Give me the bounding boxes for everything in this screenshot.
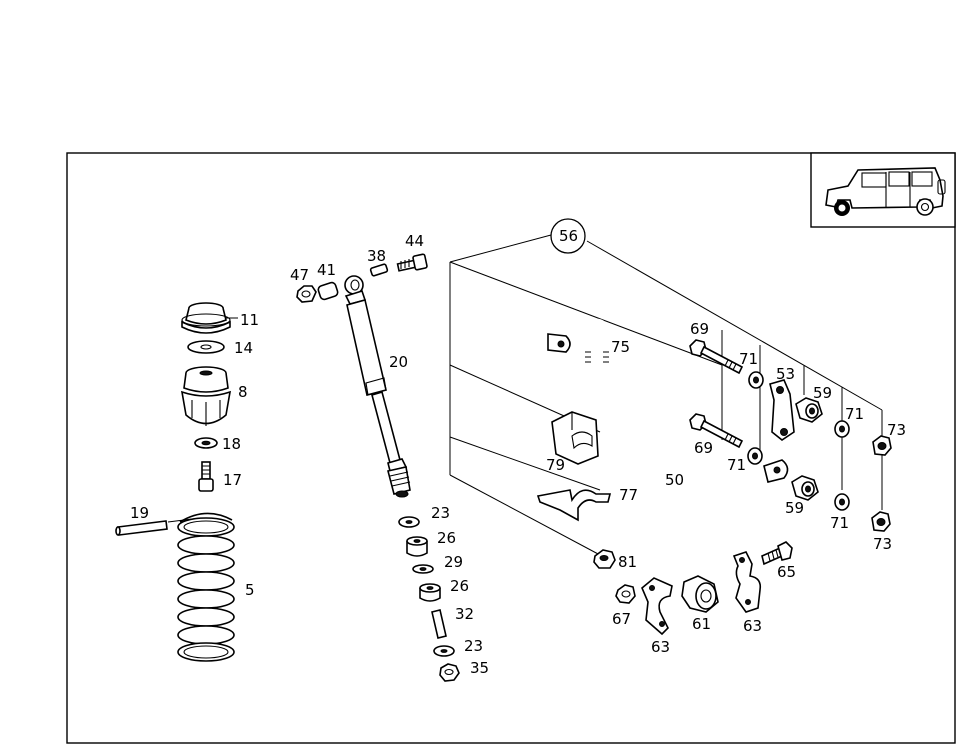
label-71-b: 71 <box>727 456 746 474</box>
part-71-washer-b <box>747 447 763 465</box>
label-73-upper: 73 <box>887 421 906 439</box>
label-8: 8 <box>238 383 248 401</box>
part-71-washer-c <box>834 420 850 438</box>
label-11: 11 <box>240 311 259 329</box>
part-8-bump-stop <box>180 366 232 426</box>
part-23-rubber-washer-top <box>398 516 420 528</box>
part-19-pin <box>115 520 168 536</box>
part-71-washer-a <box>748 371 764 389</box>
part-47-nut <box>296 285 317 303</box>
part-81-nut <box>593 549 616 569</box>
label-17: 17 <box>223 471 242 489</box>
part-35-nut <box>439 663 460 682</box>
part-26-bushing-top <box>406 536 428 557</box>
label-41: 41 <box>317 261 336 279</box>
label-56: 56 <box>559 227 578 245</box>
part-20-shock-absorber <box>344 275 411 498</box>
label-53: 53 <box>776 365 795 383</box>
label-32: 32 <box>455 605 474 623</box>
part-44-bolt <box>396 253 428 272</box>
part-29-washer <box>412 564 434 574</box>
label-73-lower: 73 <box>873 535 892 553</box>
label-19: 19 <box>130 504 149 522</box>
part-38-sleeve <box>369 263 389 277</box>
part-73-nut-upper <box>872 435 892 456</box>
label-63-right: 63 <box>743 617 762 635</box>
part-77-clamp <box>536 489 612 522</box>
label-61: 61 <box>692 615 711 633</box>
label-71-a: 71 <box>739 350 758 368</box>
part-23-rubber-washer-bottom <box>433 645 455 657</box>
label-69-upper: 69 <box>690 320 709 338</box>
part-26-bushing-bottom <box>419 583 441 602</box>
label-67: 67 <box>612 610 631 628</box>
part-79-rubber-mount <box>551 411 599 465</box>
assembly-56-bracket <box>449 234 883 556</box>
label-26-top: 26 <box>437 529 456 547</box>
part-59-bushing-upper <box>795 397 823 423</box>
part-18-washer <box>194 437 218 449</box>
part-61-rubber-bushing <box>681 575 719 613</box>
part-69-bolt-lower <box>689 413 744 449</box>
label-77: 77 <box>619 486 638 504</box>
part-53-link <box>769 379 795 441</box>
part-32-spacer <box>431 609 447 639</box>
label-75: 75 <box>611 338 630 356</box>
label-81: 81 <box>618 553 637 571</box>
part-17-bolt <box>198 461 214 492</box>
label-71-c: 71 <box>845 405 864 423</box>
part-41-bushing <box>317 281 339 301</box>
part-63-clamp-left <box>641 577 673 636</box>
part-5-coil-spring <box>177 512 235 662</box>
part-63-clamp-right <box>732 551 762 613</box>
label-5: 5 <box>245 581 255 599</box>
label-20: 20 <box>389 353 408 371</box>
part-71-washer-d <box>834 493 850 511</box>
label-50: 50 <box>665 471 684 489</box>
part-65-bolt <box>761 541 793 566</box>
label-26-bottom: 26 <box>450 577 469 595</box>
label-23-top: 23 <box>431 504 450 522</box>
label-79: 79 <box>546 456 565 474</box>
label-38: 38 <box>367 247 386 265</box>
label-59-lower: 59 <box>785 499 804 517</box>
label-35: 35 <box>470 659 489 677</box>
callout-56 <box>550 218 586 254</box>
label-69-lower: 69 <box>694 439 713 457</box>
label-71-d: 71 <box>830 514 849 532</box>
label-63-left: 63 <box>651 638 670 656</box>
label-59-upper: 59 <box>813 384 832 402</box>
label-47: 47 <box>290 266 309 284</box>
part-50-stabilizer-bar <box>496 333 789 490</box>
label-29: 29 <box>444 553 463 571</box>
label-18: 18 <box>222 435 241 453</box>
part-73-nut-lower <box>871 511 891 532</box>
vehicle-thumbnail <box>810 152 956 228</box>
label-14: 14 <box>234 339 253 357</box>
diagram-frame <box>66 152 956 744</box>
label-65: 65 <box>777 563 796 581</box>
part-67-nut <box>615 584 636 604</box>
part-59-bushing-lower <box>791 475 819 501</box>
part-14-washer <box>187 340 225 354</box>
label-44: 44 <box>405 232 424 250</box>
label-23-bottom: 23 <box>464 637 483 655</box>
part-11-spring-cap <box>181 302 231 334</box>
part-75-u-bolt <box>585 318 609 370</box>
part-69-bolt-upper <box>689 339 744 375</box>
